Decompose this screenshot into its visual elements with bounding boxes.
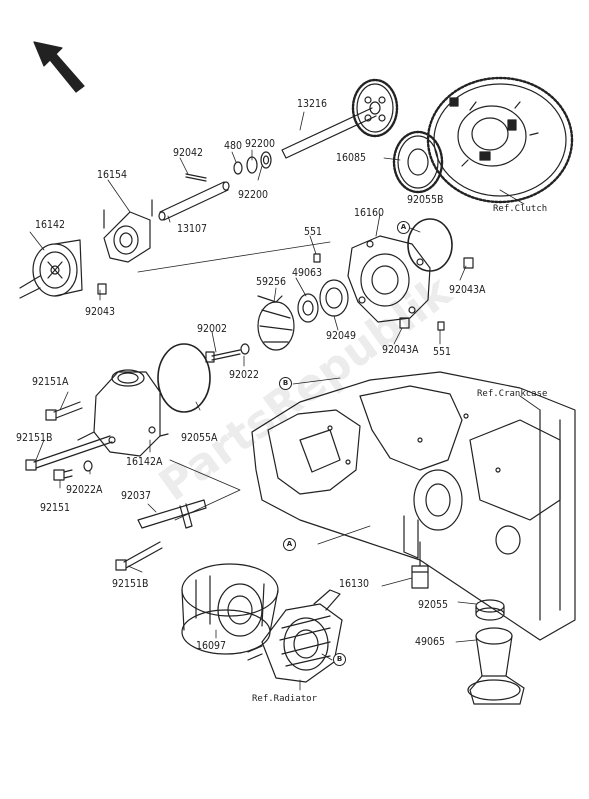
label-13107: 13107 [177, 223, 208, 235]
shaft-13107-icon [158, 181, 230, 221]
oil-filter-16097-icon [181, 563, 279, 655]
washer-icon [233, 151, 272, 175]
marker-b-lower: B [333, 653, 346, 666]
front-direction-arrow-icon [33, 41, 85, 93]
impeller-59256-icon [257, 295, 295, 351]
label-92055A: 92055A [181, 432, 218, 444]
pin-92042-icon [185, 173, 207, 182]
label-16142: 16142 [35, 219, 66, 231]
seal-92055-icon [475, 599, 505, 621]
label-92043: 92043 [85, 306, 116, 318]
ref-clutch-label: Ref.Clutch [493, 204, 548, 214]
oil-pump-16142-icon [19, 239, 83, 299]
bolt-92151-icon [53, 469, 73, 481]
o-ring-92055A-icon [157, 343, 211, 413]
crankcase-icon [251, 371, 576, 641]
label-16154: 16154 [97, 169, 128, 181]
pin-92043A-icon [463, 257, 474, 269]
bracket-92037-icon [137, 499, 207, 529]
label-551-lower: 551 [433, 346, 452, 358]
clutch-gear-icon [426, 76, 574, 204]
bolt-92002-icon [211, 349, 241, 361]
marker-a-upper: A [397, 221, 410, 234]
leader-lines [29, 111, 541, 691]
label-92055B: 92055B [407, 194, 444, 206]
label-92049: 92049 [326, 330, 357, 342]
label-92200-lower: 92200 [238, 189, 269, 201]
gear-16085-icon [392, 130, 444, 194]
label-16085: 16085 [336, 152, 367, 164]
gear-13216-icon [281, 78, 399, 159]
washer-92022A-icon [83, 460, 93, 472]
label-49063: 49063 [292, 267, 323, 279]
label-92151B-lower: 92151B [112, 578, 149, 590]
marker-a-lower: A [283, 538, 296, 551]
label-551-upper: 551 [304, 226, 323, 238]
strainer-49065-icon [467, 627, 525, 705]
label-92151A: 92151A [32, 376, 69, 388]
bearing-92049-icon [297, 279, 349, 323]
label-16130: 16130 [339, 578, 370, 590]
label-92151: 92151 [40, 502, 71, 514]
label-16142A: 16142A [126, 456, 163, 468]
oil-cooler-icon [247, 589, 343, 683]
label-92043A-lower: 92043A [382, 344, 419, 356]
pin-551-icon [313, 253, 321, 263]
label-92037: 92037 [121, 490, 152, 502]
ref-radiator-label: Ref.Radiator [252, 694, 318, 704]
marker-b-upper: B [279, 377, 292, 390]
label-59256: 59256 [256, 276, 287, 288]
pump-body-16142A-icon [77, 369, 169, 457]
label-92022A: 92022A [66, 484, 103, 496]
label-16160: 16160 [354, 207, 385, 219]
o-ring-92055B-icon [407, 218, 453, 272]
label-92042: 92042 [173, 147, 204, 159]
label-92002: 92002 [197, 323, 228, 335]
label-92151B-upper: 92151B [16, 432, 53, 444]
bolt-92151A-icon [45, 401, 83, 421]
label-49065: 49065 [415, 636, 446, 648]
label-92055: 92055 [418, 599, 449, 611]
ref-crankcase-label: Ref.Crankcase [477, 389, 548, 399]
label-92043A-right: 92043A [449, 284, 486, 296]
pump-cover-16160-icon [347, 235, 431, 323]
label-92200-upper: 92200 [245, 138, 276, 150]
label-92022: 92022 [229, 369, 260, 381]
fitting-16130-icon [411, 541, 429, 589]
bolt-92151B-lower-icon [115, 541, 163, 571]
washer-92022-icon [240, 343, 250, 355]
label-16097: 16097 [196, 640, 227, 652]
label-480: 480 [224, 140, 243, 152]
bolt-92151B-icon [25, 435, 113, 471]
pin-92043-icon [97, 283, 107, 295]
label-13216: 13216 [297, 98, 328, 110]
